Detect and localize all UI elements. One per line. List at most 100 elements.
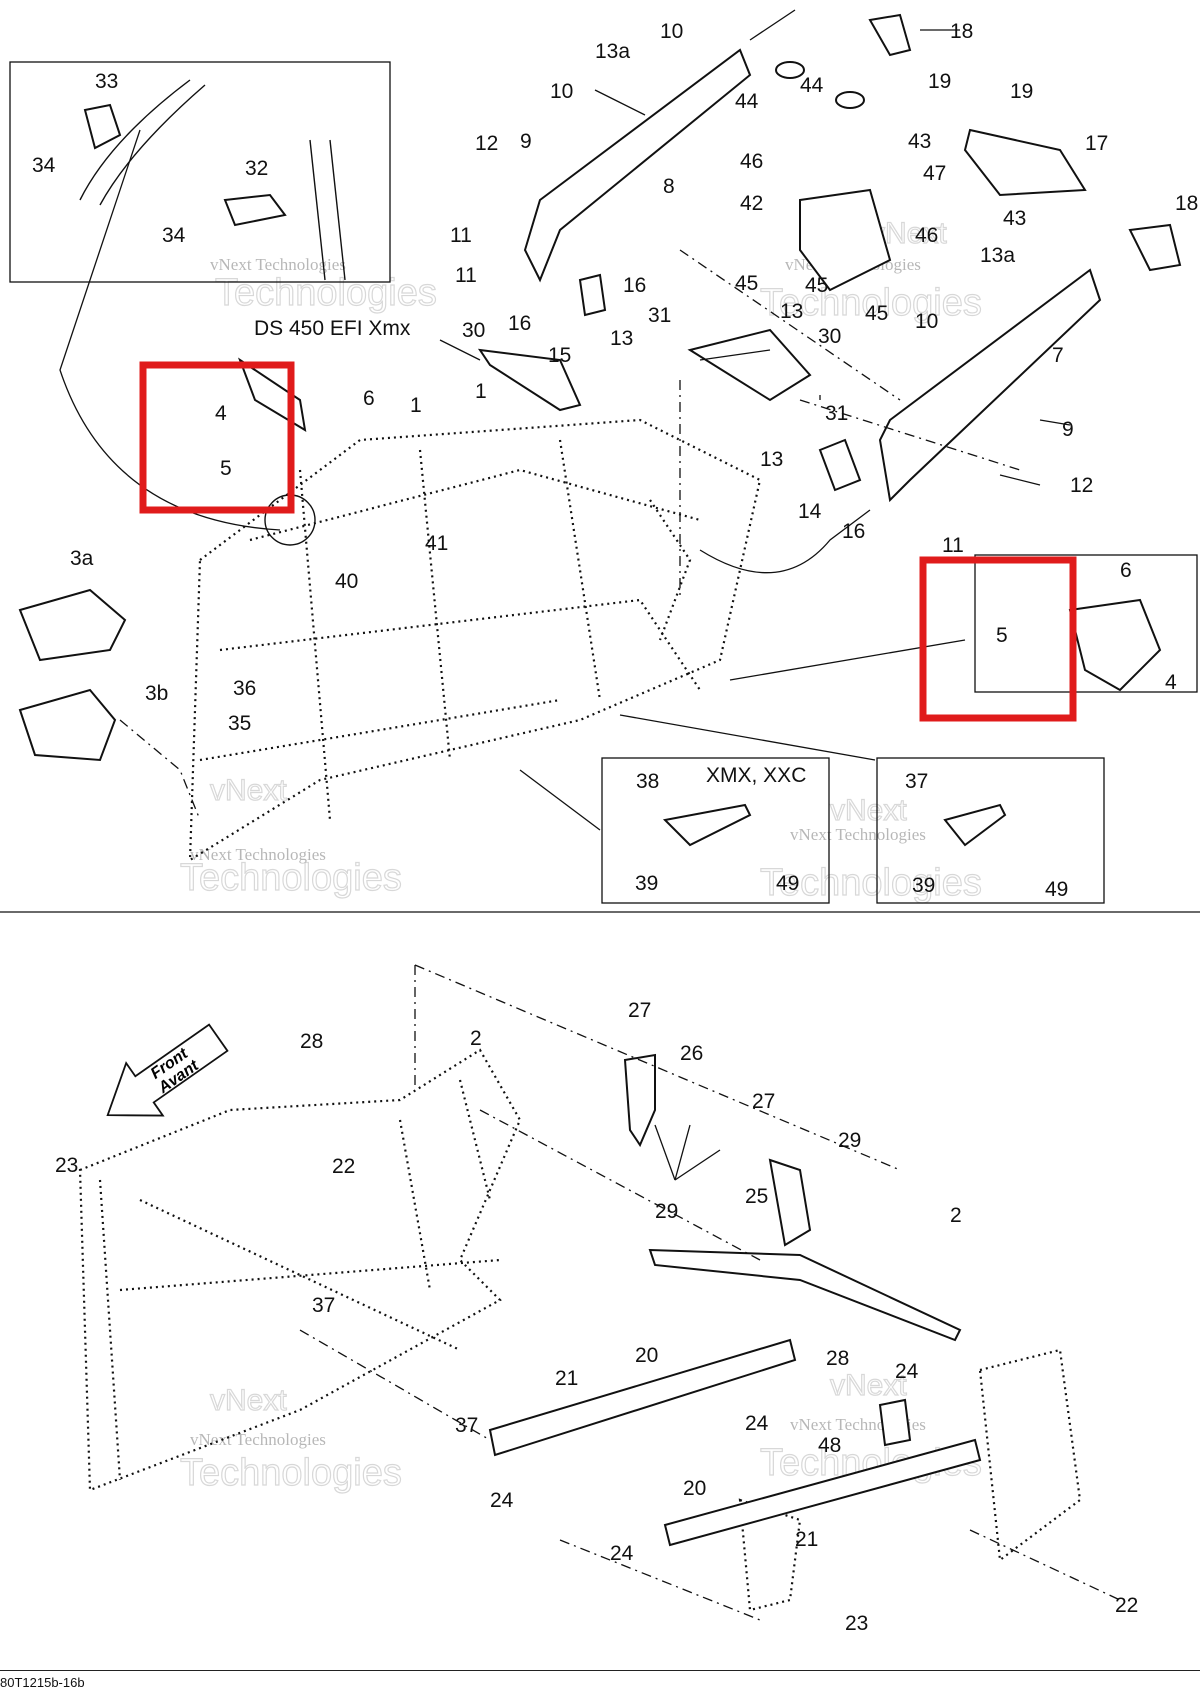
bottom-callout-29: 29 (838, 1129, 861, 1152)
cap-part-44 (775, 61, 805, 79)
top-callout-11: 11 (455, 264, 477, 287)
bottom-callout-24: 24 (610, 1542, 634, 1565)
watermark-small: vNext Technologies (210, 255, 346, 274)
top-callout-34: 34 (162, 224, 186, 247)
bracket-part-39-xmx (662, 803, 752, 847)
top-callout-11: 11 (942, 534, 964, 557)
bracket-part-48 (878, 1398, 912, 1447)
top-callout-6: 6 (363, 387, 375, 410)
rail-part-8 (523, 48, 752, 283)
bottom-callout-2: 2 (470, 1027, 482, 1050)
top-callout-45: 45 (805, 274, 828, 297)
top-callout-39: 39 (635, 872, 658, 895)
top-callout-13: 13 (610, 327, 633, 350)
leader-std (619, 714, 876, 761)
top-callout-13a: 13a (595, 40, 630, 63)
guard-part-33 (83, 103, 122, 150)
top-callout-33: 33 (95, 70, 118, 93)
rail-part-20-upper (488, 1338, 797, 1457)
top-callout-45: 45 (735, 272, 758, 295)
bottom-callout-23: 23 (845, 1612, 868, 1635)
top-callout-30: 30 (818, 325, 841, 348)
top-callout-6: 6 (1120, 559, 1132, 582)
bottom-callout-24: 24 (895, 1360, 919, 1383)
bracket-part-30b (477, 348, 582, 412)
top-callout-15: 15 (548, 344, 571, 367)
top-callout-18: 18 (1175, 192, 1198, 215)
top-callout-4: 4 (215, 402, 227, 425)
top-callout-43: 43 (1003, 207, 1026, 230)
top-callout-45: 45 (865, 302, 888, 325)
front-direction-arrow: Front Avant (106, 1023, 229, 1117)
highlight-box-footrest-right (919, 556, 1077, 722)
leaders-top (439, 9, 1071, 600)
callout-labels: DS 450 EFI Xmx XMX, XXC 3334343213a10101… (32, 20, 1198, 1635)
bracket-part-25 (768, 1158, 812, 1247)
bottom-callout-20: 20 (683, 1477, 706, 1500)
crossmember-part-2 (648, 1248, 962, 1342)
guard-part-3b (18, 688, 117, 762)
bracket-part-14 (818, 438, 862, 492)
footrest-part-4-left (237, 357, 307, 432)
leaders-bottom (299, 964, 1121, 1621)
watermark-text: vNext (830, 794, 907, 827)
top-callout-9: 9 (520, 130, 532, 153)
top-callout-30: 30 (462, 319, 485, 342)
top-callout-13a: 13a (980, 244, 1015, 267)
watermark-small: vNext Technologies (790, 825, 926, 844)
top-callout-5: 5 (996, 624, 1008, 647)
bottom-callout-24: 24 (745, 1412, 769, 1435)
bracket-part-17 (963, 128, 1087, 197)
bottom-callout-22: 22 (332, 1155, 355, 1178)
inset-frame-tube (79, 79, 191, 201)
top-callout-16: 16 (508, 312, 531, 335)
top-callout-44: 44 (735, 90, 759, 113)
bottom-callout-24: 24 (490, 1489, 514, 1512)
watermark-text: Technologies (180, 1452, 402, 1494)
cap-part-44b (835, 91, 865, 109)
watermark-text: Technologies (180, 857, 402, 899)
top-callout-3b: 3b (145, 682, 168, 705)
bottom-callout-23: 23 (55, 1154, 78, 1177)
main-frame-top (188, 418, 762, 863)
figure-code: 80T1215b-16b (0, 1670, 1200, 1698)
top-callout-12: 12 (475, 132, 498, 155)
bottom-callout-28: 28 (826, 1347, 849, 1370)
top-callout-10: 10 (915, 310, 938, 333)
top-callout-46: 46 (915, 224, 938, 247)
top-callout-8: 8 (663, 175, 675, 198)
bottom-callout-48: 48 (818, 1434, 841, 1457)
top-callout-40: 40 (335, 570, 358, 593)
footrest-part-4-right (1068, 598, 1162, 692)
top-callout-35: 35 (228, 712, 251, 735)
bottom-callout-27: 27 (752, 1090, 775, 1113)
inset-connector-line (59, 129, 281, 531)
top-callout-49: 49 (776, 872, 799, 895)
top-callout-32: 32 (245, 157, 268, 180)
watermark-text: vNext (210, 1384, 287, 1417)
top-callout-10: 10 (550, 80, 573, 103)
top-callout-36: 36 (233, 677, 256, 700)
watermark-small: vNext Technologies (190, 845, 326, 864)
bottom-callout-37: 37 (312, 1294, 335, 1317)
bottom-callout-29: 29 (655, 1200, 678, 1223)
top-callout-10: 10 (660, 20, 683, 43)
top-callout-1: 1 (410, 394, 422, 417)
inset-frame-top-left (9, 61, 391, 283)
model-caption-ds450: DS 450 EFI Xmx (254, 317, 411, 340)
top-callout-37: 37 (905, 770, 928, 793)
watermark-text: vNext (830, 1369, 907, 1402)
top-callout-19: 19 (1010, 80, 1033, 103)
top-callout-1: 1 (475, 380, 487, 403)
rail-part-20-lower (663, 1438, 982, 1547)
top-callout-44: 44 (800, 74, 824, 97)
leader-xmx (519, 769, 601, 831)
guard-plate-outline (119, 719, 201, 821)
bottom-callout-37: 37 (455, 1414, 478, 1437)
top-callout-4: 4 (1165, 671, 1177, 694)
highlight-box-footrest-left (139, 361, 295, 514)
bracket-part-39-std (943, 803, 1007, 847)
bracket-part-18 (868, 13, 912, 57)
top-callout-39: 39 (912, 874, 935, 897)
